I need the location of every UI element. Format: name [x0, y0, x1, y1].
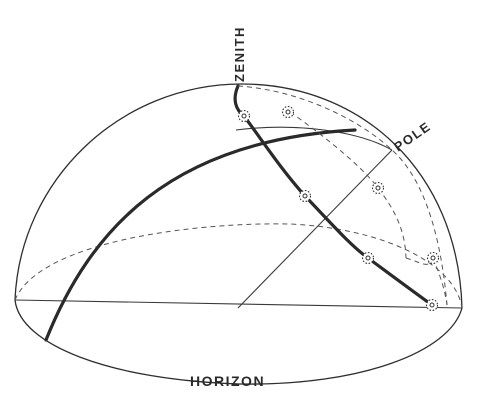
polar-axis-line [237, 149, 393, 309]
horizon-label: HORIZON [190, 373, 265, 389]
zenith-label: ZENITH [232, 26, 247, 82]
dashed-arc-upper [237, 85, 448, 306]
dashed-drop-right [432, 257, 448, 306]
star-marker [298, 189, 312, 203]
diurnal-circle-thick [44, 128, 357, 342]
dashed-arc-middle [289, 111, 407, 259]
horizon-back-dashed [14, 223, 463, 309]
star-marker [371, 181, 385, 195]
back-arc-thin [235, 126, 393, 151]
star-marker [361, 251, 375, 265]
horizon-diameter-line [14, 299, 463, 309]
star-marker [425, 298, 439, 312]
celestial-dome-outline [14, 83, 463, 309]
star-marker [237, 109, 251, 123]
horizon-front-curve [14, 299, 463, 385]
pole-label: POLE [391, 118, 434, 154]
meridian-thick [233, 84, 434, 307]
star-marker [281, 105, 295, 119]
star-markers [237, 105, 440, 312]
star-marker [426, 251, 440, 265]
